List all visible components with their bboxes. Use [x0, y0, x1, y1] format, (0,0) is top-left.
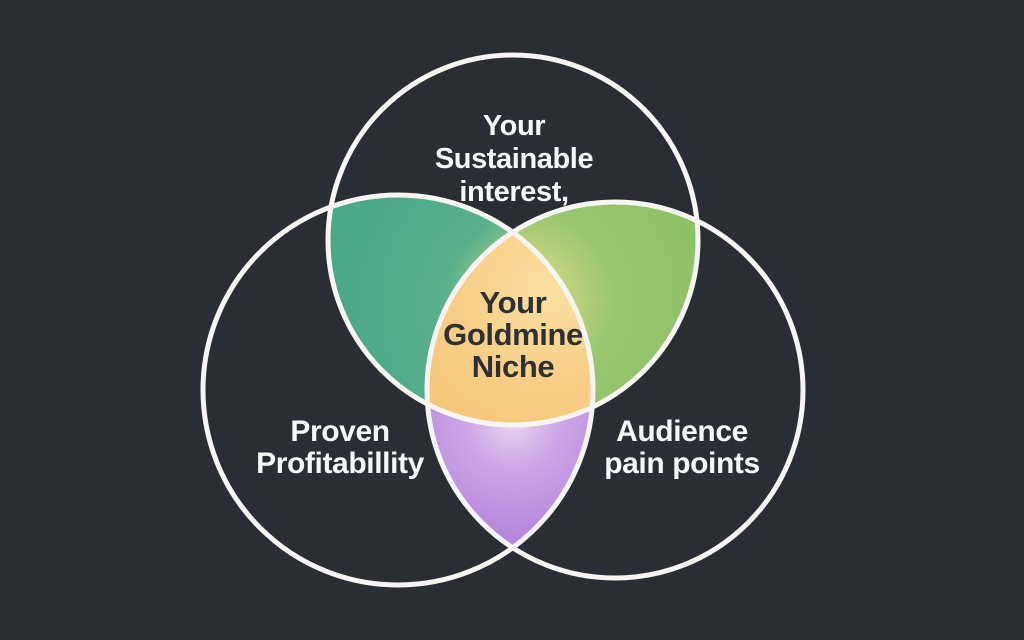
- circle-audience-pain-points-outline: [424, 199, 806, 581]
- circle-proven-profitability-outline: [200, 192, 596, 588]
- circle-sustainable-interest-outline: [325, 52, 701, 428]
- region-goldmine-niche-center: [427, 202, 593, 425]
